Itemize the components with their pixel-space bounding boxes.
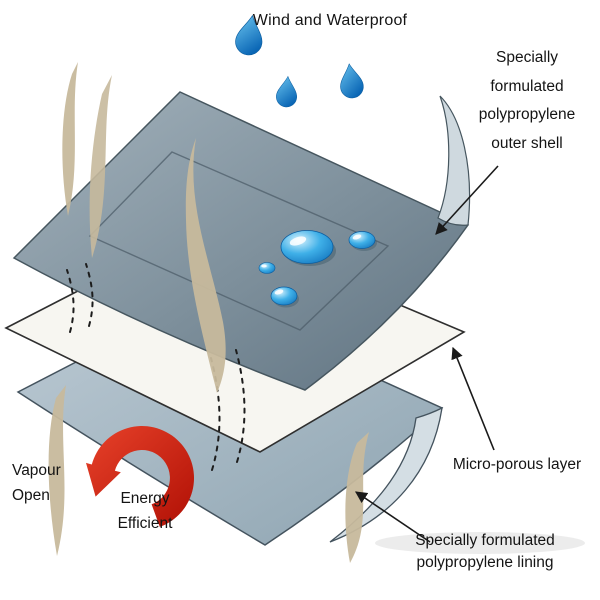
callout-lining: Specially formulated polypropylene linin… [415,532,555,572]
leader-lines [355,165,499,543]
water-bead-icon [258,230,377,308]
outer-shell-curl [437,95,471,226]
callout-micro-porous: Micro-porous layer [452,456,582,473]
label-energy-efficient: Energy Efficient [117,490,173,533]
label-vapour-open: Vapour Open [12,462,61,505]
watermark-smear [375,532,585,554]
curved-red-arrow-icon [86,426,195,527]
lining-curl [329,406,443,543]
leader-line-micro-porous [451,346,495,451]
diagram-title: Wind and Waterproof [252,12,408,29]
leader-line-lining [355,491,431,543]
outer-shell-layer [12,91,471,391]
callout-outer-shell: Specially formulated polypropylene outer… [478,49,576,153]
leader-line-outer-shell [435,165,499,235]
outer-shell-inner-outline [88,151,390,331]
